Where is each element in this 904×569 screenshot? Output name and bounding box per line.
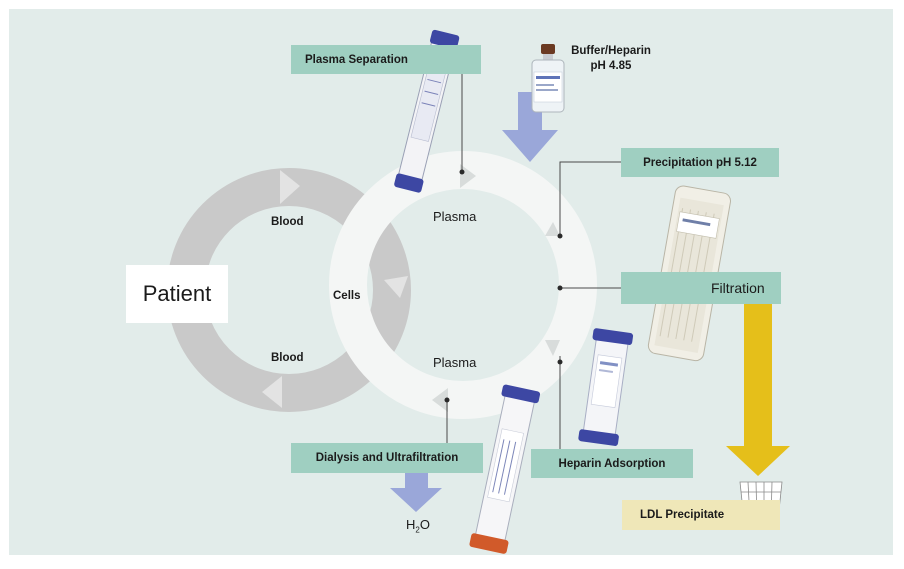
filtrate-arrow <box>726 302 790 476</box>
plasma-top-label: Plasma <box>433 209 477 224</box>
blood-top-label: Blood <box>271 216 304 228</box>
ldl-precipitate-label: LDL Precipitate <box>640 509 725 521</box>
patient-box: Patient <box>126 265 228 323</box>
dialyzer-device <box>469 384 541 554</box>
precipitation-box: Precipitation pH 5.12 <box>621 148 779 177</box>
plasma-flow-arrows <box>432 164 560 412</box>
dialysis-label: Dialysis and Ultrafiltration <box>315 452 459 464</box>
water-h: H <box>406 517 416 532</box>
buffer-heparin-line2: pH 4.85 <box>590 60 632 72</box>
buffer-heparin-label: Buffer/Heparin pH 4.85 <box>571 44 651 74</box>
plasma-separation-box: Plasma Separation <box>291 45 481 74</box>
plasma-filter-device <box>394 29 460 193</box>
filtration-label: Filtration <box>711 280 765 296</box>
buffer-heparin-line1: Buffer/Heparin <box>571 45 651 57</box>
cells-label: Cells <box>333 290 361 302</box>
water-o: O <box>419 517 430 532</box>
water-label: H2O <box>406 517 430 535</box>
heparin-vial <box>531 44 565 113</box>
patient-label: Patient <box>142 281 212 306</box>
blood-flow-arrows <box>262 170 408 408</box>
plasma-separation-label: Plasma Separation <box>305 53 408 66</box>
blood-bottom-label: Blood <box>271 352 304 364</box>
plasma-bottom-label: Plasma <box>433 355 477 370</box>
ldl-precipitate-box: LDL Precipitate <box>622 500 780 530</box>
buffer-inflow-arrow <box>502 92 558 162</box>
connector-dots <box>444 169 563 403</box>
water-subscript: 2 <box>415 525 420 535</box>
heparin-adsorption-box: Heparin Adsorption <box>531 449 693 478</box>
precipitation-label: Precipitation pH 5.12 <box>643 156 757 169</box>
heparin-adsorption-label: Heparin Adsorption <box>558 457 666 470</box>
filtration-box: Filtration <box>621 272 781 304</box>
heparin-adsorber-device <box>578 328 634 446</box>
water-outflow-arrow <box>390 470 442 512</box>
dialysis-box: Dialysis and Ultrafiltration <box>291 443 483 473</box>
